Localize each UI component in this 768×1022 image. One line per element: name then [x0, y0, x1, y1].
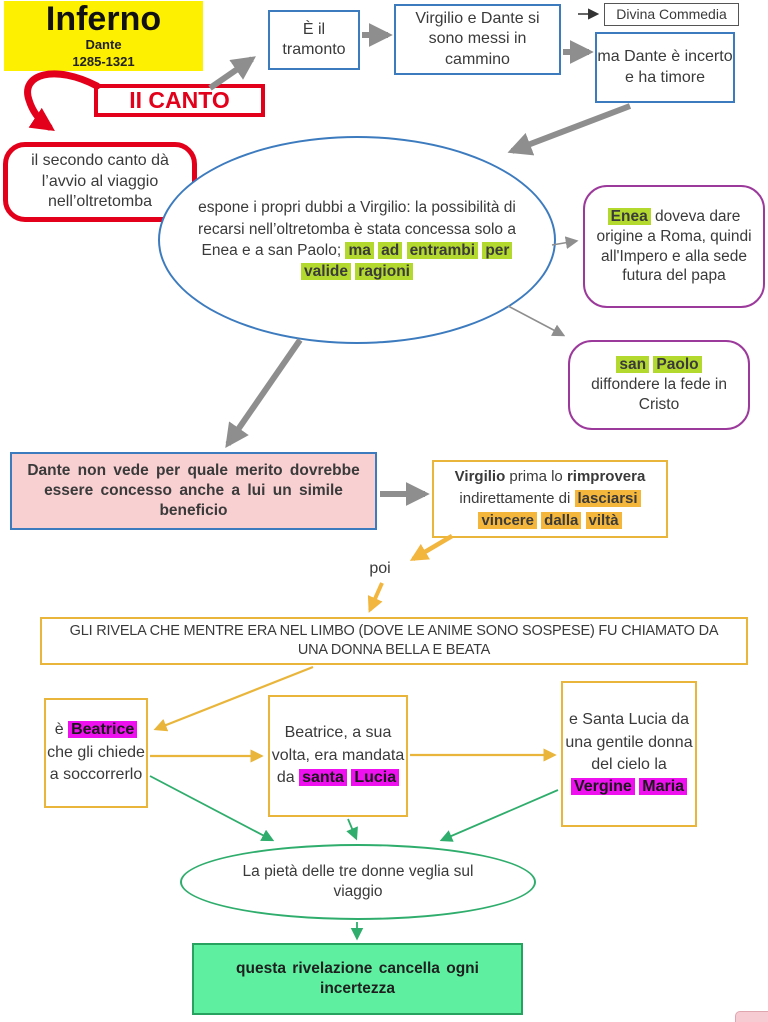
node-enea: Enea doveva dare origine a Roma, quindi …	[583, 185, 765, 308]
incerto-text: ma Dante è incerto e ha timore	[597, 48, 733, 86]
secondo-canto-text: il secondo canto dà l’avvio al viaggio n…	[31, 152, 169, 211]
label-poi: poi	[360, 558, 400, 580]
node-santa-lucia: Beatrice, a sua volta, era mandata da sa…	[268, 695, 408, 817]
node-rimprovera: Virgilio prima lo rimprovera indirettame…	[432, 460, 668, 538]
node-divina-commedia: Divina Commedia	[604, 3, 739, 26]
arrow-incerto-to-dubbi	[507, 103, 632, 156]
node-pieta-ellipse: La pietà delle tre donne veglia sul viag…	[180, 844, 536, 920]
node-secondo-canto: il secondo canto dà l’avvio al viaggio n…	[3, 142, 197, 222]
clipped-pink-box	[735, 1011, 768, 1022]
node-canto-label: II CANTO	[94, 84, 265, 117]
title-card: Inferno Dante 1285-1321	[4, 1, 203, 71]
node-cammino: Virgilio e Dante si sono messi in cammin…	[394, 4, 561, 75]
node-dubbi-ellipse: espone i propri dubbi a Virgilio: la pos…	[158, 136, 556, 344]
canto-text: II CANTO	[129, 86, 230, 113]
node-beatrice: è Beatrice che gli chiede a soccorrerlo	[44, 698, 148, 808]
page-title: Inferno	[45, 0, 162, 38]
arrow-vergine-to-pieta	[439, 789, 559, 842]
node-tramonto: È il tramonto	[268, 10, 360, 70]
title-dates: 1285-1321	[72, 53, 135, 69]
node-limbo: GLI RIVELA CHE MENTRE ERA NEL LIMBO (DOV…	[40, 617, 748, 665]
vergine-maria-text: e Santa Lucia da una gentile donna del c…	[565, 711, 693, 796]
node-vergine-maria: e Santa Lucia da una gentile donna del c…	[561, 681, 697, 827]
pieta-text: La pietà delle tre donne veglia sul viag…	[242, 863, 474, 900]
arrow-beatrice-to-pieta	[149, 775, 275, 842]
beatrice-text: è Beatrice che gli chiede a soccorrerlo	[47, 721, 145, 784]
rivelazione-text: questa rivelazione cancella ogni incerte…	[236, 960, 479, 997]
santa-lucia-text: Beatrice, a sua volta, era mandata da sa…	[271, 724, 405, 787]
node-rivelazione: questa rivelazione cancella ogni incerte…	[192, 943, 523, 1015]
arrow-rimprovera-to-poi	[409, 534, 454, 561]
arrow-dubbi-to-merito	[225, 338, 303, 448]
rimprovera-text: Virgilio prima lo rimprovera indirettame…	[454, 468, 646, 529]
enea-text: Enea doveva dare origine a Roma, quindi …	[596, 207, 752, 285]
limbo-text: GLI RIVELA CHE MENTRE ERA NEL LIMBO (DOV…	[69, 623, 719, 658]
dubbi-text: espone i propri dubbi a Virgilio: la pos…	[198, 199, 516, 281]
arrow-title-to-secondo-canto	[24, 70, 101, 131]
poi-text: poi	[369, 559, 391, 577]
arrow-dubbi-to-san-paolo	[507, 305, 566, 337]
arrow-poi-to-limbo	[367, 582, 384, 613]
divina-commedia-text: Divina Commedia	[616, 5, 727, 22]
node-merito: Dante non vede per quale merito dovrebbe…	[10, 452, 377, 530]
title-author: Dante	[85, 37, 122, 53]
cammino-text: Virgilio e Dante si sono messi in cammin…	[415, 9, 540, 68]
node-incerto: ma Dante è incerto e ha timore	[595, 32, 735, 103]
tramonto-text: È il tramonto	[282, 20, 346, 58]
merito-text: Dante non vede per quale merito dovrebbe…	[27, 462, 360, 519]
arrow-santa-lucia-to-pieta	[346, 818, 358, 841]
